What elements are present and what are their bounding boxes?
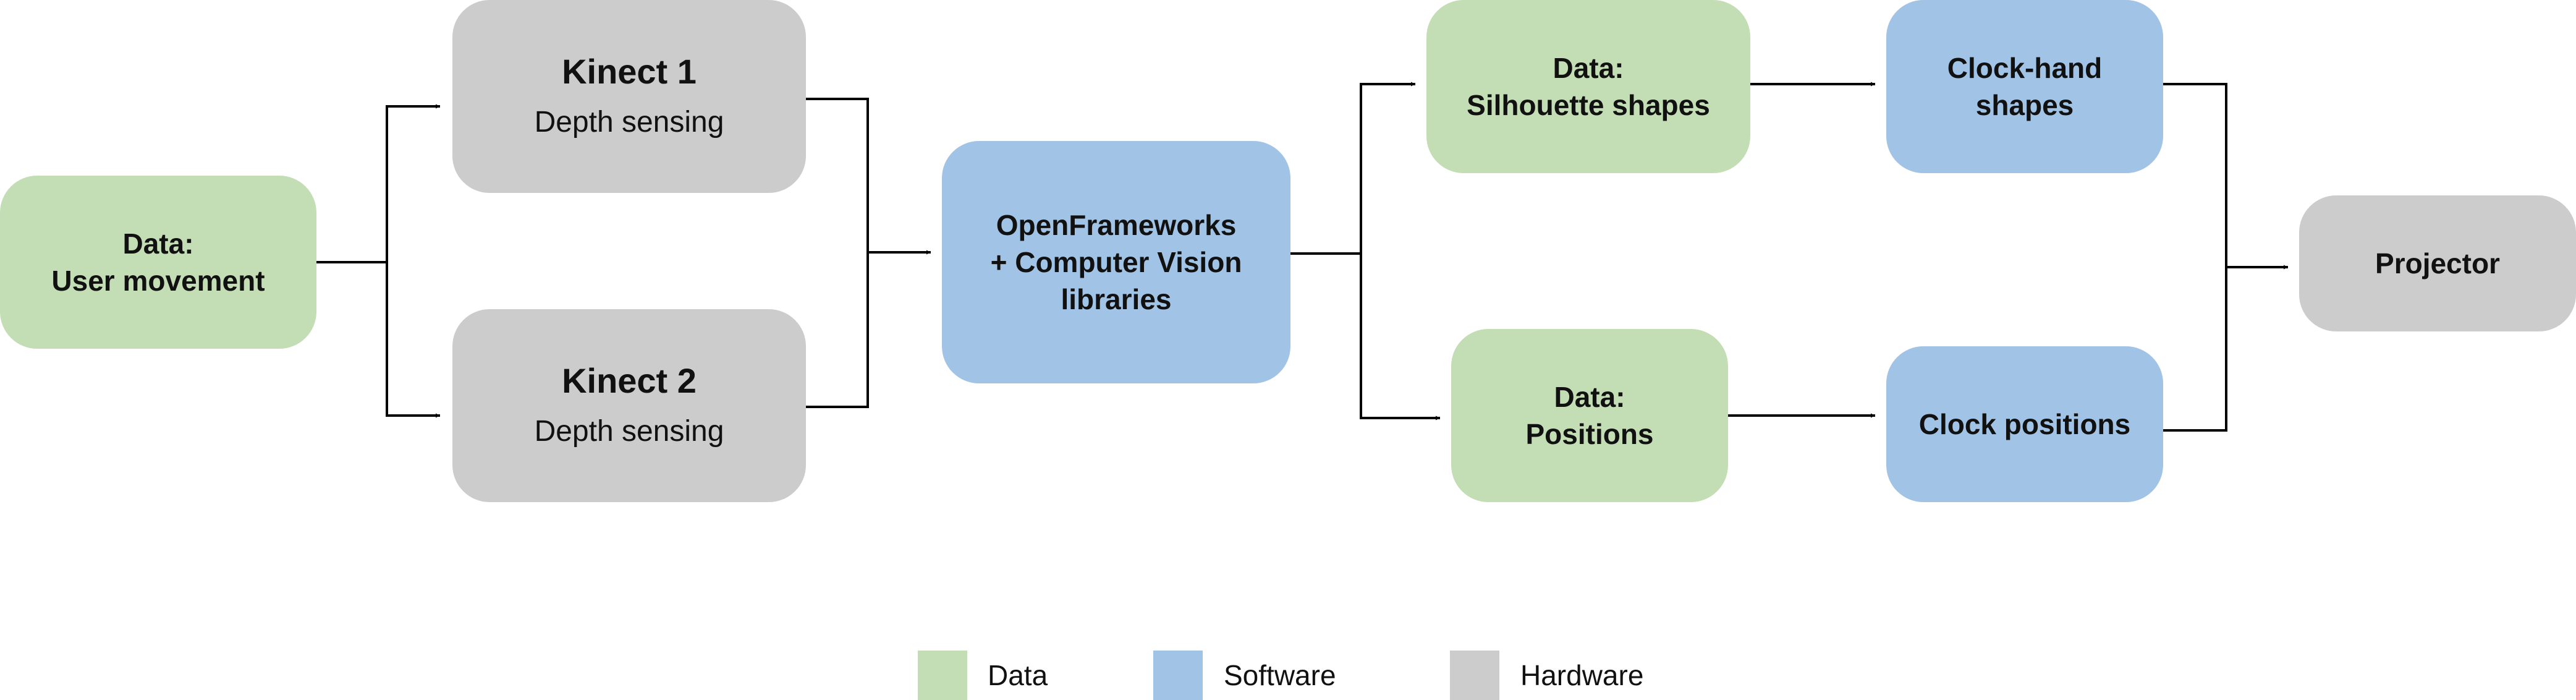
node-user-movement: Data: User movement — [0, 176, 316, 349]
edge-clock-hand-shapes-to-projector — [2163, 83, 2227, 432]
legend-label-software: Software — [1224, 659, 1336, 691]
node-projector-line-1: Projector — [2375, 247, 2500, 280]
legend-swatch-hardware — [1450, 651, 1499, 700]
node-kinect-2: Kinect 2 Depth sensing — [452, 309, 806, 502]
node-kinect-1-subtitle: Depth sensing — [534, 106, 724, 139]
node-openframeworks-line-3: libraries — [1061, 283, 1172, 315]
edge-kinect-1-to-openframeworks — [806, 98, 869, 408]
node-silhouette-shapes-line-2: Silhouette shapes — [1467, 89, 1710, 121]
legend-label-hardware: Hardware — [1520, 659, 1644, 691]
node-kinect-2-title: Kinect 2 — [562, 361, 697, 400]
node-clock-hand-shapes-line-2: shapes — [1975, 89, 2074, 121]
node-openframeworks-line-1: OpenFrameworks — [996, 209, 1237, 241]
node-projector: Projector — [2299, 195, 2576, 331]
legend-swatch-data — [918, 651, 967, 700]
node-openframeworks-line-2: + Computer Vision — [990, 246, 1242, 278]
node-clock-hand-shapes-line-1: Clock-hand — [1947, 52, 2103, 84]
edge-user-movement-to-kinect-2 — [386, 262, 440, 418]
edge-openframeworks-to-positions — [1360, 254, 1440, 420]
node-kinect-2-subtitle: Depth sensing — [534, 415, 724, 448]
node-positions-line-1: Data: — [1554, 381, 1625, 413]
node-positions: Data: Positions — [1451, 329, 1728, 502]
node-openframeworks: OpenFrameworks + Computer Vision librari… — [942, 141, 1290, 383]
node-positions-line-2: Positions — [1525, 418, 1654, 450]
node-clock-positions-line-1: Clock positions — [1918, 408, 2131, 440]
node-clock-positions: Clock positions — [1886, 346, 2163, 502]
node-user-movement-line-2: User movement — [51, 265, 265, 297]
edge-openframeworks-to-silhouette-shapes — [1360, 82, 1415, 254]
node-kinect-1: Kinect 1 Depth sensing — [452, 0, 806, 193]
node-kinect-1-title: Kinect 1 — [562, 52, 697, 91]
node-silhouette-shapes-line-1: Data: — [1553, 52, 1624, 84]
legend-swatch-software — [1153, 651, 1203, 700]
legend-label-data: Data — [988, 659, 1048, 691]
node-silhouette-shapes: Data: Silhouette shapes — [1426, 0, 1750, 173]
edge-user-movement-to-kinect-1 — [316, 104, 440, 263]
node-clock-hand-shapes: Clock-hand shapes — [1886, 0, 2163, 173]
node-user-movement-line-1: Data: — [122, 228, 194, 260]
